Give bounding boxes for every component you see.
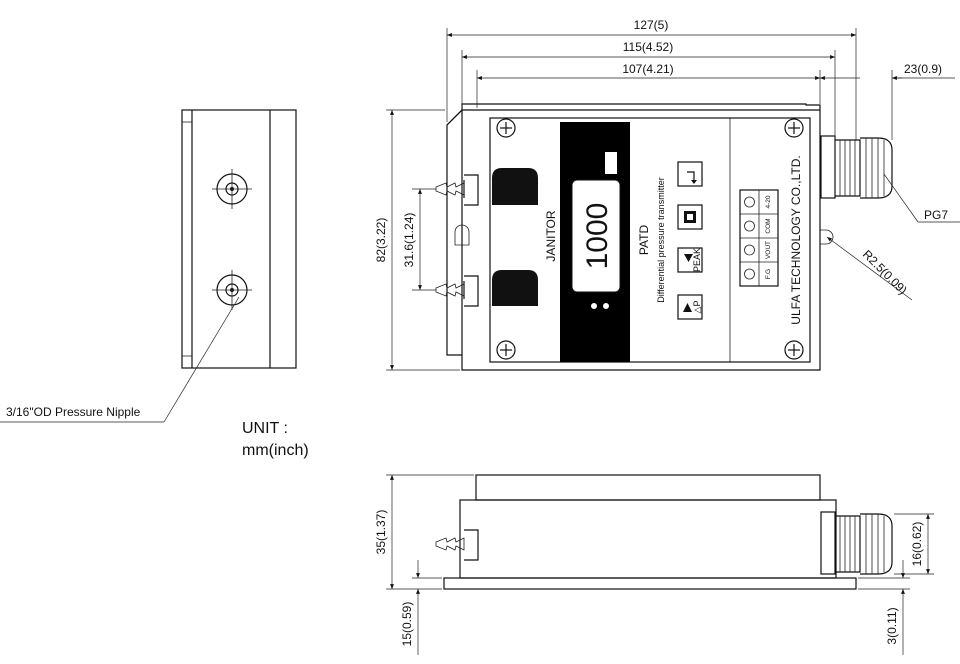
maker-label: ULFA TECHNOLOGY CO.,LTD. bbox=[789, 155, 803, 324]
dim-flange-height: 15(0.59) bbox=[400, 602, 414, 647]
dp-key-label: △P bbox=[692, 301, 702, 314]
pressure-nipple-icon bbox=[435, 275, 479, 307]
nipple-callout: 3/16"OD Pressure Nipple bbox=[6, 405, 141, 419]
dim-radius: R2.5(0.09) bbox=[860, 247, 910, 297]
unit-label: UNIT : bbox=[242, 420, 288, 437]
dim-port-spacing: 31.6(1.24) bbox=[402, 213, 416, 268]
peak-key-icon bbox=[677, 247, 703, 273]
dp-key-icon bbox=[677, 294, 703, 320]
dimension-lines bbox=[386, 28, 960, 371]
description-label: Differential pressure transmitter bbox=[656, 177, 666, 302]
terminal-label: COM bbox=[765, 218, 772, 233]
pressure-port-top bbox=[212, 169, 252, 209]
screw-icon bbox=[784, 118, 804, 138]
enter-key-icon bbox=[677, 161, 703, 187]
pressure-nipple-icon bbox=[435, 529, 479, 561]
cable-gland-icon bbox=[820, 511, 893, 575]
terminal-block bbox=[739, 189, 779, 287]
dim-gland-length: 23(0.9) bbox=[904, 62, 942, 76]
dim-base-offset: 3(0.11) bbox=[885, 607, 899, 644]
pressure-nipple-icon bbox=[435, 174, 479, 206]
display-readout: 1000 bbox=[581, 203, 614, 270]
dim-gland-height: 16(0.62) bbox=[910, 522, 924, 567]
terminal-label: VOUT bbox=[765, 241, 772, 259]
front-view bbox=[435, 103, 893, 371]
terminal-label: F.G bbox=[765, 269, 772, 279]
screw-icon bbox=[784, 340, 804, 360]
dim-height: 82(3.22) bbox=[374, 218, 388, 263]
brand-label: JANITOR bbox=[544, 210, 558, 261]
gland-callout: PG7 bbox=[924, 208, 948, 222]
dim-overall-width: 127(5) bbox=[634, 18, 669, 32]
side-view bbox=[0, 109, 297, 423]
peak-key-label: PEAK bbox=[692, 248, 702, 272]
unit-value: mm(inch) bbox=[242, 442, 309, 459]
pressure-port-bottom bbox=[212, 270, 252, 310]
bottom-view bbox=[435, 474, 893, 590]
dim-depth: 35(1.37) bbox=[374, 510, 388, 555]
terminal-label: 4-20 bbox=[765, 195, 772, 208]
screw-icon bbox=[496, 118, 516, 138]
unit-note: UNIT : mm(inch) bbox=[242, 418, 309, 462]
cable-gland-icon bbox=[820, 135, 893, 199]
dim-inner-width: 107(4.21) bbox=[622, 62, 673, 76]
bottom-dimension-lines bbox=[386, 474, 934, 655]
mode-key-icon bbox=[677, 204, 703, 230]
screw-icon bbox=[496, 340, 516, 360]
model-label: PATD bbox=[637, 225, 651, 256]
dim-body-width: 115(4.52) bbox=[623, 40, 673, 54]
